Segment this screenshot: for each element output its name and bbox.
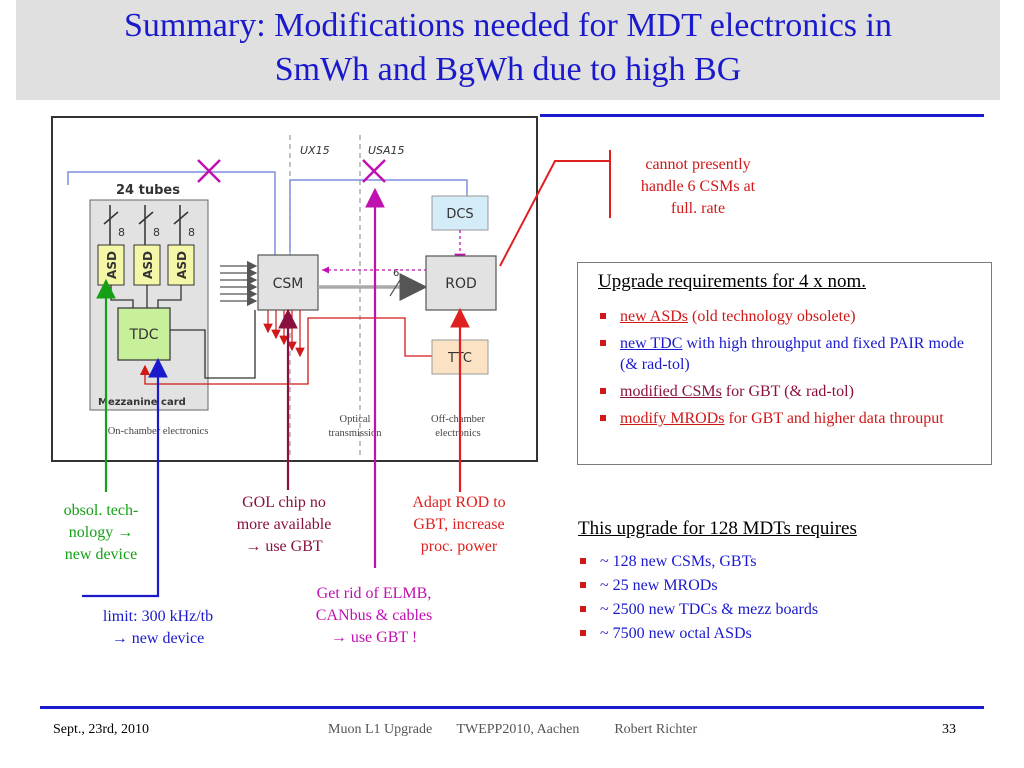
bus-width-2: 8 bbox=[153, 226, 160, 239]
pointer-tdc bbox=[82, 357, 168, 598]
link-count: 6 bbox=[393, 268, 399, 279]
needs-item: ~ 2500 new TDCs & mezz boards bbox=[600, 601, 819, 618]
list-item: new TDC with high throughput and fixed P… bbox=[598, 333, 983, 375]
region-usa15-label: USA15 bbox=[368, 144, 405, 157]
title-band bbox=[16, 0, 1000, 100]
requirement-text: with high throughput and fixed PAIR mode… bbox=[620, 335, 964, 373]
list-item: ~ 7500 new octal ASDs bbox=[578, 622, 978, 646]
region-ux15-label: UX15 bbox=[300, 144, 330, 157]
slide-title: Summary: Modifications needed for MDT el… bbox=[124, 7, 892, 88]
pointer-csm-rate bbox=[499, 160, 610, 267]
list-item: modify MRODs for GBT and higher data thr… bbox=[598, 408, 983, 429]
list-item: modified CSMs for GBT (& rad-tol) bbox=[598, 381, 983, 402]
optical-label-1: Optical bbox=[340, 414, 371, 425]
needs-item: ~ 7500 new octal ASDs bbox=[600, 625, 752, 642]
requirement-key: modified CSMs bbox=[620, 383, 722, 400]
asd-label-2: ASD bbox=[141, 251, 155, 279]
needs-title: This upgrade for 128 MDTs requires bbox=[578, 518, 857, 539]
off-chamber-label-1: Off-chamber bbox=[431, 414, 486, 425]
asd-box-2 bbox=[133, 244, 161, 286]
list-item: new ASDs (old technology obsolete) bbox=[598, 306, 983, 327]
list-item: ~ 25 new MRODs bbox=[578, 574, 978, 598]
footer-page-number: 33 bbox=[942, 722, 956, 737]
annotation-asd-obsolete: obsol. tech- nology → new device bbox=[63, 502, 139, 563]
requirement-key: modify MRODs bbox=[620, 410, 725, 427]
asd-label-3: ASD bbox=[175, 251, 189, 279]
dcs-box bbox=[431, 195, 489, 231]
bus-width-3: 8 bbox=[188, 226, 195, 239]
dcs-label: DCS bbox=[446, 207, 473, 222]
annotation-rod-adapt: Adapt ROD to GBT, increase proc. power bbox=[412, 494, 506, 555]
requirement-text: for GBT and higher data throuput bbox=[724, 410, 944, 427]
requirement-text: for GBT (& rad-tol) bbox=[721, 383, 854, 400]
requirement-key: new TDC bbox=[620, 335, 683, 352]
tdc-box bbox=[117, 307, 171, 361]
needs-list: ~ 128 new CSMs, GBTs ~ 25 new MRODs ~ 25… bbox=[578, 550, 978, 646]
footer-center: Muon L1 Upgrade TWEPP2010, Aachen Robert… bbox=[328, 722, 698, 737]
annotation-elmb: Get rid of ELMB, CANbus & cables → use G… bbox=[315, 585, 433, 646]
list-item: ~ 128 new CSMs, GBTs bbox=[578, 550, 978, 574]
requirement-text: (old technology obsolete) bbox=[688, 308, 856, 325]
annotation-gol-chip: GOL chip no more available → use GBT bbox=[236, 494, 332, 555]
bullet-icon bbox=[600, 340, 606, 346]
list-item: ~ 2500 new TDCs & mezz boards bbox=[578, 598, 978, 622]
dcs-line-left bbox=[67, 171, 276, 255]
csm-label: CSM bbox=[273, 276, 304, 292]
tdc-label: TDC bbox=[128, 327, 158, 343]
cross-icon-ux15 bbox=[197, 159, 221, 183]
annotation-tdc-limit: limit: 300 kHz/tb → new device bbox=[102, 608, 214, 647]
bullet-icon bbox=[600, 313, 606, 319]
tubes-label: 24 tubes bbox=[116, 183, 180, 198]
bullet-icon bbox=[580, 606, 586, 612]
off-chamber-label-2: electronics bbox=[435, 428, 480, 439]
asd-box-3 bbox=[167, 244, 195, 286]
mezzanine-label: Mezzanine card bbox=[98, 397, 186, 408]
bullet-icon bbox=[580, 582, 586, 588]
needs-item: ~ 25 new MRODs bbox=[600, 577, 718, 594]
requirements-list: new ASDs (old technology obsolete) new T… bbox=[598, 306, 983, 435]
bullet-icon bbox=[580, 630, 586, 636]
bus-width-1: 8 bbox=[118, 226, 125, 239]
footer-date: Sept., 23rd, 2010 bbox=[53, 722, 150, 737]
rod-label: ROD bbox=[445, 276, 477, 292]
requirement-key: new ASDs bbox=[620, 308, 689, 325]
optical-label-2: transmission bbox=[328, 428, 382, 439]
footer-rule bbox=[40, 706, 984, 709]
bullet-icon bbox=[580, 558, 586, 564]
top-rule bbox=[540, 114, 984, 117]
dcs-line-right bbox=[289, 179, 468, 252]
requirements-box bbox=[577, 262, 992, 465]
needs-item: ~ 128 new CSMs, GBTs bbox=[600, 553, 757, 570]
bullet-icon bbox=[600, 415, 606, 421]
bullet-icon bbox=[600, 388, 606, 394]
annotation-csm-rate: cannot presently handle 6 CSMs at full. … bbox=[640, 156, 756, 217]
requirements-title: Upgrade requirements for 4 x nom. bbox=[598, 271, 867, 292]
cross-icon-usa15 bbox=[362, 159, 386, 183]
asd-label-1: ASD bbox=[105, 251, 119, 279]
